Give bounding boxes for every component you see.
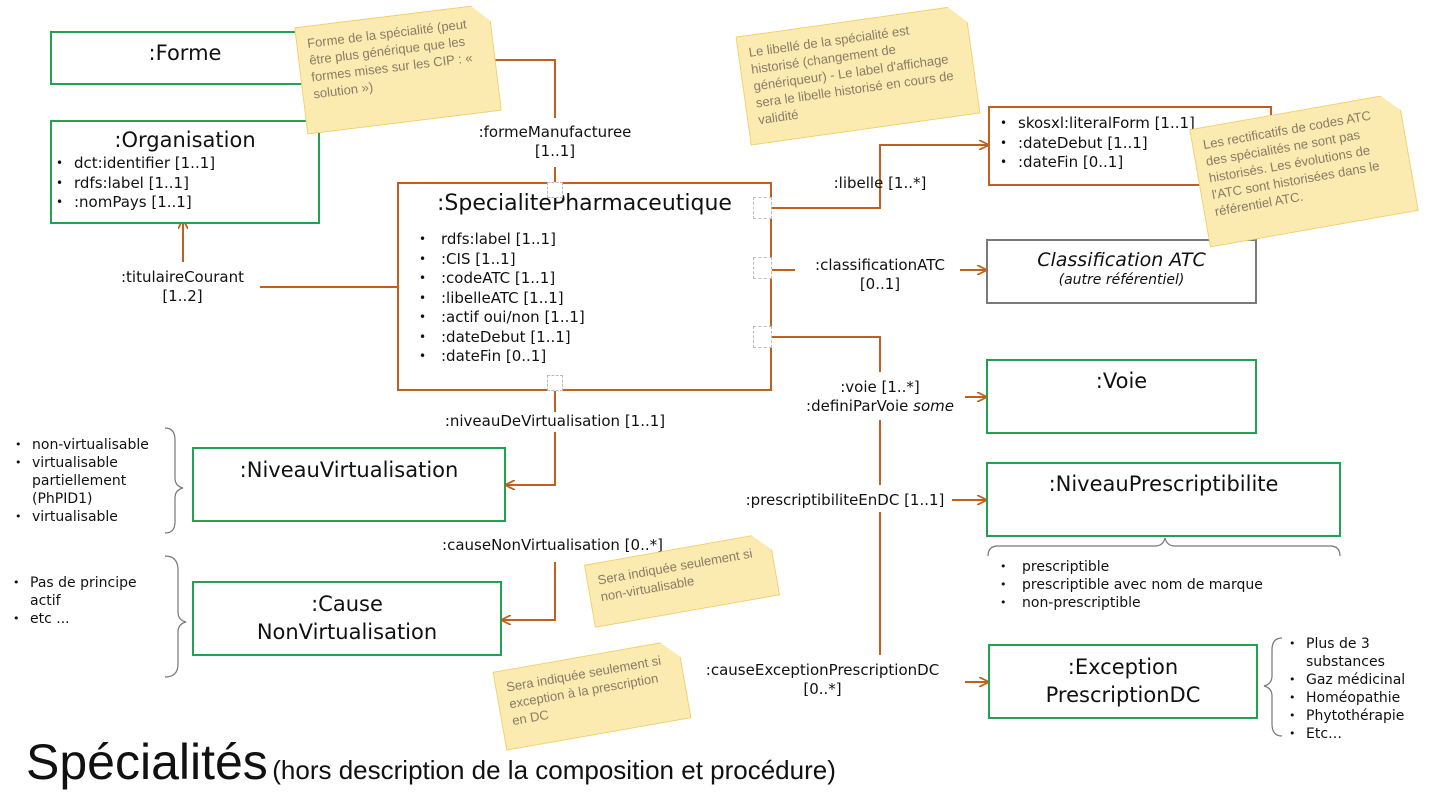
- relation-name: :voie [1..*]: [840, 378, 920, 396]
- page-title-subtitle: (hors description de la composition et p…: [272, 755, 836, 785]
- relation-quantifier: some: [913, 397, 954, 415]
- attribute: :dateFin [0..1]: [996, 153, 1270, 173]
- list-item: prescriptible avec nom de marque: [995, 576, 1295, 594]
- attribute: :CIS [1..1]: [411, 250, 770, 270]
- connection-handle: [547, 182, 563, 198]
- attribute: rdfs:label [1..1]: [411, 230, 770, 250]
- list-virtualisation-values: non-virtualisable virtualisable partiell…: [10, 436, 170, 526]
- attribute: :codeATC [1..1]: [411, 269, 770, 289]
- relation-cardinality: [0..*]: [803, 680, 842, 698]
- relation-name: :causeExceptionPrescriptionDC: [705, 661, 940, 679]
- attribute: :libelleATC [1..1]: [411, 289, 770, 309]
- connection-handle: [753, 197, 772, 219]
- relation-cardinality: [1..2]: [162, 287, 203, 305]
- specialite-attributes: rdfs:label [1..1] :CIS [1..1] :codeATC […: [399, 218, 770, 367]
- connection-handle: [753, 326, 772, 348]
- brace-exception: [1263, 637, 1283, 737]
- label-niveau-virtualisation: :niveauDeVirtualisation [1..1]: [444, 412, 666, 430]
- attribute: :actif oui/non [1..1]: [411, 308, 770, 328]
- attribute: :dateDebut [1..1]: [411, 328, 770, 348]
- list-item: Phytothérapie: [1284, 707, 1434, 725]
- list-item: Homéopathie: [1284, 689, 1434, 707]
- list-item: virtualisable partiellement (PhPID1): [10, 454, 132, 508]
- relation-name: :classificationATC: [815, 256, 945, 274]
- class-exception-prescription: :Exception PrescriptionDC: [988, 644, 1258, 719]
- list-item: prescriptible: [995, 558, 1295, 576]
- class-niveau-prescriptibilite-name: :NiveauPrescriptibilite: [1048, 472, 1279, 496]
- label-libelle: :libelle [1..*]: [833, 174, 927, 192]
- rel-libelle-line: [771, 145, 988, 209]
- class-specialite-name: :SpecialitePharmaceutique: [437, 191, 732, 216]
- list-cause-values: Pas de principe actif etc ...: [8, 574, 168, 628]
- rel-voie-trunk: [771, 336, 881, 372]
- relation-cardinality: [0..1]: [859, 275, 901, 293]
- relation-cardinality: [1..1]: [534, 142, 576, 160]
- label-titulaire: :titulaireCourant [1..2]: [100, 268, 265, 306]
- attribute: skosxl:literalForm [1..1]: [996, 114, 1270, 134]
- attribute: rdfs:label [1..1]: [52, 174, 318, 194]
- attribute: :dateFin [0..1]: [411, 347, 770, 367]
- list-exception-values: Plus de 3 substances Gaz médicinal Homéo…: [1284, 635, 1434, 743]
- list-item: non-virtualisable: [10, 436, 170, 454]
- label-exception: :causeExceptionPrescriptionDC [0..*]: [690, 661, 955, 699]
- libelle-attributes: skosxl:literalForm [1..1] :dateDebut [1.…: [990, 108, 1270, 173]
- brace-prescriptibilite: [987, 537, 1341, 557]
- class-organisation: :Organisation dct:identifier [1..1] rdfs…: [50, 120, 320, 224]
- class-forme: :Forme: [50, 31, 320, 85]
- list-item: etc ...: [8, 610, 168, 628]
- class-niveau-prescriptibilite: :NiveauPrescriptibilite: [986, 462, 1341, 537]
- list-item: Plus de 3 substances: [1284, 635, 1401, 671]
- label-prescriptibilite: :prescriptibiliteEnDC [1..1]: [745, 491, 945, 509]
- label-forme-manufacturee: :formeManufacturee [1..1]: [470, 123, 640, 161]
- list-item: virtualisable: [10, 508, 170, 526]
- classification-sub: (autre référentiel): [1058, 272, 1185, 288]
- label-cause: :causeNonVirtualisation [0..*]: [442, 536, 663, 554]
- organisation-attributes: dct:identifier [1..1] rdfs:label [1..1] …: [52, 154, 318, 213]
- class-niveau-virtualisation-name: :NiveauVirtualisation: [239, 458, 459, 482]
- label-classification: :classificationATC [0..1]: [800, 256, 960, 294]
- class-cause-non-virtualisation: :Cause NonVirtualisation: [192, 581, 502, 656]
- class-niveau-virtualisation: :NiveauVirtualisation: [192, 447, 506, 522]
- brace-cause: [164, 555, 187, 678]
- label-voie: :voie [1..*] :definiParVoie some: [790, 378, 970, 416]
- connection-handle: [753, 257, 772, 279]
- relation-text: :definiParVoie: [806, 397, 914, 415]
- attribute: :dateDebut [1..1]: [996, 134, 1270, 154]
- relation-name: :titulaireCourant: [121, 268, 244, 286]
- connection-handle: [547, 375, 563, 391]
- class-exception-line2: PrescriptionDC: [1045, 683, 1201, 707]
- list-item: Pas de principe actif: [8, 574, 155, 610]
- attribute: :nomPays [1..1]: [52, 193, 318, 213]
- attribute: dct:identifier [1..1]: [52, 154, 318, 174]
- classification-name: Classification ATC: [1037, 249, 1206, 271]
- class-voie-name: :Voie: [1095, 369, 1148, 393]
- page-title-main: Spécialités: [26, 734, 268, 790]
- class-forme-name: :Forme: [148, 41, 222, 65]
- page-title: Spécialités (hors description de la comp…: [26, 730, 836, 794]
- class-organisation-name: :Organisation: [114, 128, 256, 152]
- brace-virtualisation: [164, 427, 184, 534]
- list-item: Gaz médicinal: [1284, 671, 1434, 689]
- class-cause-line2: NonVirtualisation: [256, 620, 438, 644]
- class-classification-atc: Classification ATC (autre référentiel): [986, 239, 1257, 304]
- list-item: Etc…: [1284, 725, 1434, 743]
- class-exception-line1: :Exception: [1067, 655, 1179, 679]
- list-prescriptibilite-values: prescriptible prescriptible avec nom de …: [995, 558, 1295, 612]
- relation-name: :definiParVoie some: [790, 397, 970, 416]
- list-item: non-prescriptible: [995, 594, 1295, 612]
- relation-name: :formeManufacturee: [478, 123, 632, 141]
- class-specialite: :SpecialitePharmaceutique rdfs:label [1.…: [397, 182, 772, 391]
- class-cause-line1: :Cause: [311, 592, 383, 616]
- class-voie: :Voie: [986, 359, 1257, 434]
